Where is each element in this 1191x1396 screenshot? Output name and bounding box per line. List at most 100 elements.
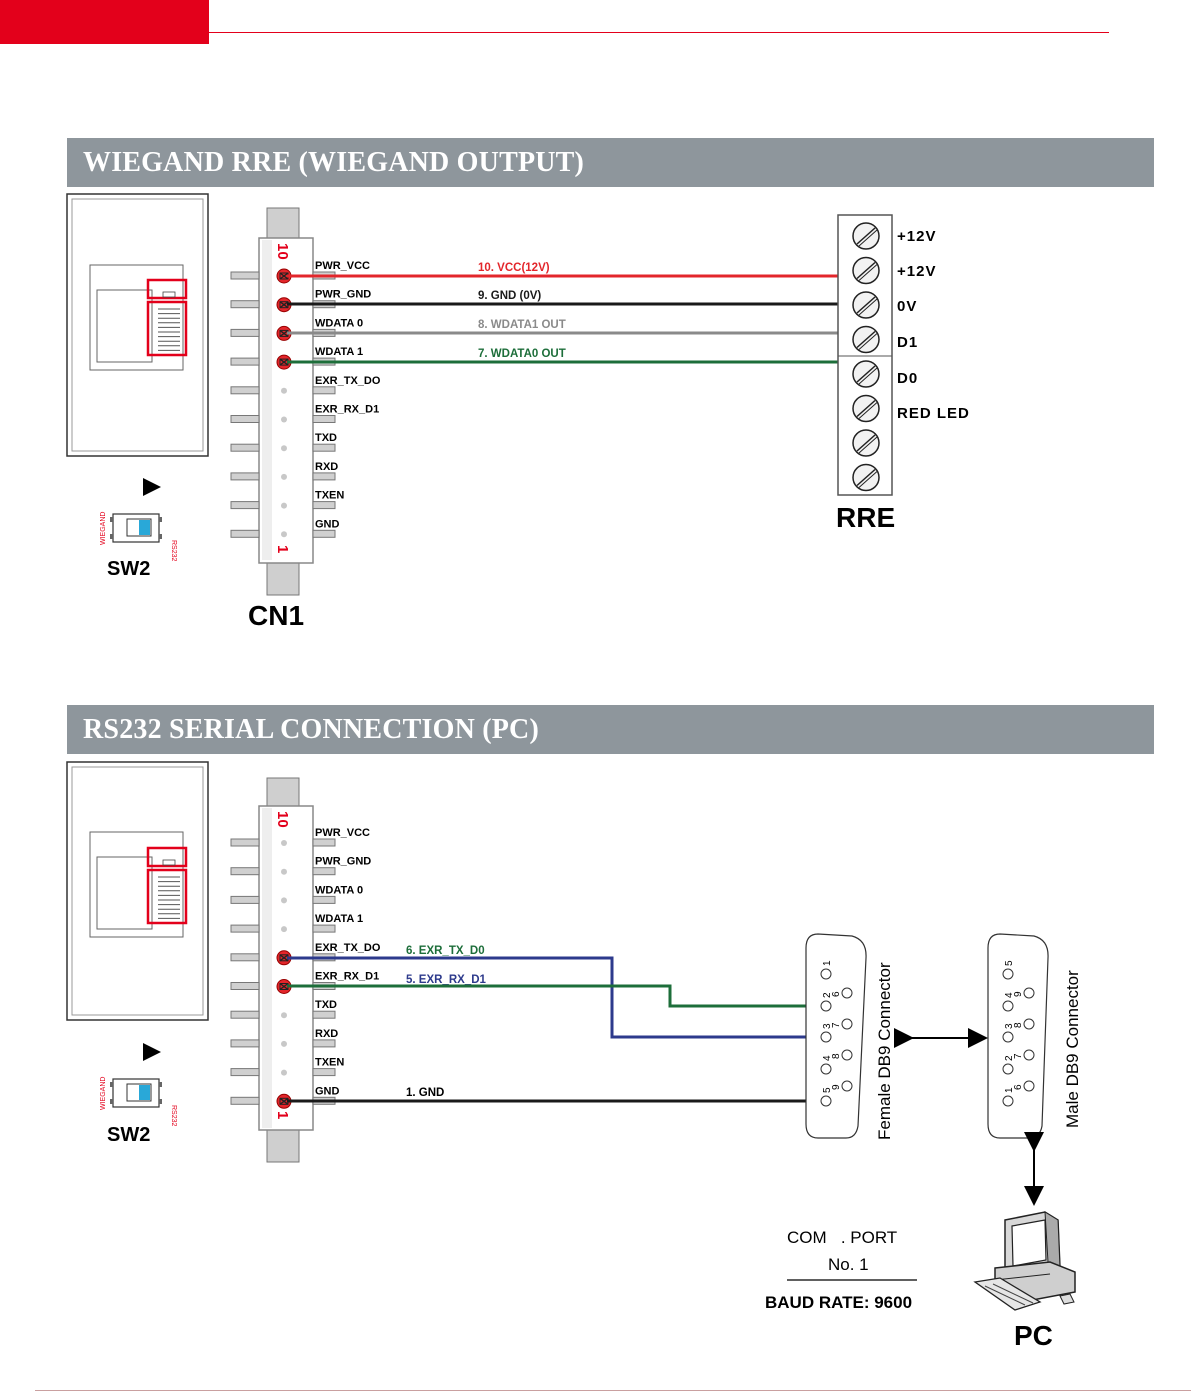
rre-label-5: D0 [897, 370, 918, 387]
cn1-pin-label-b-4: EXR_TX_DO [315, 942, 381, 954]
cn1-pin-10-label-2: 10 [274, 811, 291, 828]
cn1-pin-label-a-4: EXR_TX_DO [315, 375, 381, 387]
cn1-pin-unused [281, 502, 287, 509]
cn1-pin-1-label-2: 1 [274, 1111, 291, 1119]
cn1-pin-unused [281, 1040, 287, 1047]
db9-pin-number: 3 [822, 1023, 833, 1029]
wire-label-vcc: 10. VCC(12V) [478, 262, 550, 274]
db9-pin-number: 2 [1004, 1055, 1015, 1061]
cn1-pin-label-a-1: PWR_GND [315, 289, 371, 301]
wire-label-exr-rx: 5. EXR_RX_D1 [406, 974, 487, 986]
wire-label-exr-tx: 6. EXR_TX_D0 [406, 945, 485, 957]
header-rule [209, 32, 1109, 33]
section-title-rs232: RS232 SERIAL CONNECTION (PC) [83, 714, 539, 745]
cn1-pin-label-a-5: EXR_RX_D1 [315, 404, 379, 416]
cn1-pin-label-a-8: TXEN [315, 490, 344, 502]
sw2-rs232-label-2: RS232 [170, 1105, 177, 1127]
section-title-wiegand: WIEGAND RRE (WIEGAND OUTPUT) [83, 147, 585, 178]
cn1-pin-unused [281, 473, 287, 480]
cn1-pin-label-b-0: PWR_VCC [315, 827, 370, 839]
db9-pin-number: 8 [831, 1053, 842, 1059]
db9-pin-number: 7 [1013, 1053, 1024, 1059]
sw2-switch-1: WIEGAND RS232 SW2 [100, 478, 177, 580]
cn1-pin-label-b-1: PWR_GND [315, 856, 371, 868]
cn1-pin-label-b-6: TXD [315, 999, 337, 1011]
rs232-wires: 6. EXR_TX_D0 5. EXR_RX_D1 1. GND [287, 945, 822, 1103]
cn1-pin-label-b-8: TXEN [315, 1057, 344, 1069]
db9-pin-number: 9 [831, 1084, 842, 1090]
cn1-title: CN1 [248, 600, 304, 631]
header-red-block [0, 0, 209, 44]
cn1-pin-label-b-7: RXD [315, 1028, 338, 1040]
com-port-line1: COM . PORT [787, 1228, 897, 1247]
wire-label-wdata0: 7. WDATA0 OUT [478, 348, 566, 360]
footer-rule [35, 1390, 1191, 1391]
sw2-switch-2: WIEGAND RS232 SW2 [100, 1043, 177, 1146]
cn1-pin-label-a-0: PWR_VCC [315, 260, 370, 272]
db9-pin-number: 1 [822, 960, 833, 966]
db9-pin-number: 9 [1013, 991, 1024, 997]
wire-exr-rx [287, 984, 822, 1008]
com-port-line2: No. 1 [828, 1255, 869, 1274]
sw2-wiegand-label-2: WIEGAND [100, 1077, 107, 1110]
db9-pin-number: 3 [1004, 1023, 1015, 1029]
device-panel-2 [66, 761, 209, 1021]
section-header-rs232: RS232 SERIAL CONNECTION (PC) [67, 705, 1154, 754]
db9-pin-number: 5 [1004, 960, 1015, 966]
device-panel-1 [66, 193, 209, 457]
rre-label-6: RED LED [897, 405, 970, 422]
cn1-pin-unused [281, 840, 287, 846]
db9-pin-number: 7 [831, 1022, 842, 1028]
male-db9-label: Male DB9 Connector [1063, 970, 1082, 1128]
rre-label-4: D1 [897, 334, 918, 351]
cn1-pin-unused [281, 445, 287, 452]
cn1-pin-label-b-5: EXR_RX_D1 [315, 971, 379, 983]
cn1-pin-label-b-3: WDATA 1 [315, 913, 363, 925]
wire-label-rs232-gnd: 1. GND [406, 1087, 444, 1099]
cn1-pin-1-label: 1 [274, 545, 291, 553]
cn1-pin-label-a-7: RXD [315, 461, 338, 473]
rre-terminal-block: +12V +12V 0V D1 D0 RED LED RRE [836, 214, 970, 533]
cn1-pin-unused [281, 1069, 287, 1076]
cn1-pin-unused [281, 531, 287, 538]
wiegand-wires: 10. VCC(12V) 9. GND (0V) 8. WDATA1 OUT 7… [287, 262, 852, 364]
cn1-pin-label-a-2: WDATA 0 [315, 317, 363, 329]
wire-exr-tx [287, 956, 822, 1039]
com-port-info: COM . PORT No. 1 BAUD RATE: 9600 [765, 1228, 917, 1312]
female-db9-label: Female DB9 Connector [875, 962, 894, 1140]
wire-label-wdata1: 8. WDATA1 OUT [478, 319, 566, 331]
db9-pin-number: 4 [822, 1055, 833, 1061]
cn1-pin-unused [281, 926, 287, 933]
cn1-pin-label-a-6: TXD [315, 432, 337, 444]
cn1-pin-unused [281, 868, 287, 875]
rre-label-3: 0V [897, 298, 917, 315]
db9-pin-number: 1 [1004, 1087, 1015, 1093]
cn1-pin-label-b-2: WDATA 0 [315, 884, 363, 896]
db9-pin-number: 5 [822, 1087, 833, 1093]
db9-pin-number: 4 [1004, 992, 1015, 998]
baud-rate: BAUD RATE: 9600 [765, 1293, 912, 1312]
rre-title: RRE [836, 502, 895, 533]
sw2-title-2: SW2 [107, 1124, 150, 1146]
pc-label: PC [1014, 1320, 1053, 1351]
cn1-pin-label-a-9: GND [315, 518, 340, 530]
db9-pin-number: 6 [831, 991, 842, 997]
wire-label-gnd: 9. GND (0V) [478, 290, 541, 302]
rre-label-1: +12V [897, 228, 936, 245]
cn1-connector-2: PWR_VCC PWR_GND WDATA 0 WDATA 1 EXR_TX_DO EXR… [230, 777, 381, 1163]
db9-pin-number: 8 [1013, 1022, 1024, 1028]
cn1-pin-unused [281, 897, 287, 904]
cn1-pin-10-label: 10 [274, 243, 291, 260]
pc-icon [973, 1211, 1076, 1311]
cn1-pin-unused [281, 416, 287, 423]
cn1-pin-label-b-9: GND [315, 1085, 340, 1097]
section-header-wiegand: WIEGAND RRE (WIEGAND OUTPUT) [67, 138, 1154, 187]
sw2-wiegand-label: WIEGAND [100, 512, 107, 545]
cn1-pin-unused [281, 1012, 287, 1019]
sw2-rs232-label: RS232 [170, 540, 177, 562]
sw2-title: SW2 [107, 558, 150, 580]
